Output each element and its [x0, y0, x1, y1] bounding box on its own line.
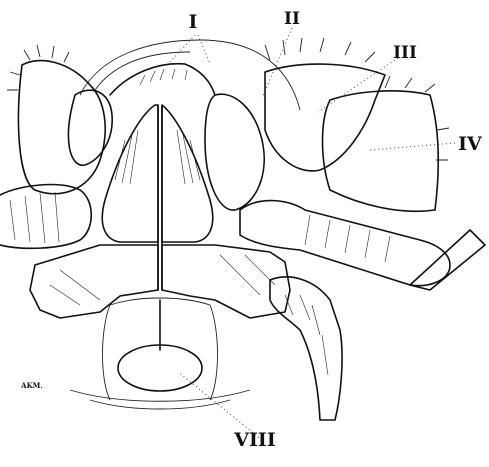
segment-three — [265, 38, 385, 171]
label-one: I — [189, 11, 198, 33]
lower-segment — [70, 298, 250, 409]
left-palp — [7, 45, 112, 194]
label-two: II — [284, 9, 300, 29]
left-leg — [0, 185, 91, 249]
artist-signature: AKM. — [20, 381, 43, 390]
label-three: III — [393, 43, 417, 63]
label-eight: VIII — [233, 429, 276, 451]
right-leg — [240, 201, 485, 290]
right-inner-palp — [205, 94, 264, 210]
label-four: IV — [458, 133, 483, 155]
right-lower-leg — [270, 277, 342, 420]
